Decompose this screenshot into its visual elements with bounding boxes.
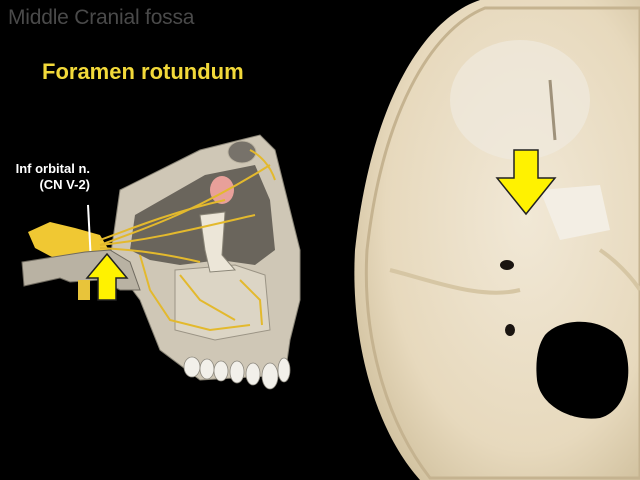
cranial-base-photo <box>354 0 640 480</box>
nerve-label-line2: (CN V-2) <box>39 177 90 192</box>
section-heading: Middle Cranial fossa <box>8 6 195 29</box>
nerve-label-line1: Inf orbital n. <box>15 161 90 176</box>
nerve-label: Inf orbital n. (CN V-2) <box>4 161 90 193</box>
arrow-down-icon <box>495 149 557 216</box>
slide-title: Foramen rotundum <box>42 59 244 84</box>
arrow-up-icon <box>85 252 129 301</box>
sagittal-skull-diagram <box>21 134 301 390</box>
